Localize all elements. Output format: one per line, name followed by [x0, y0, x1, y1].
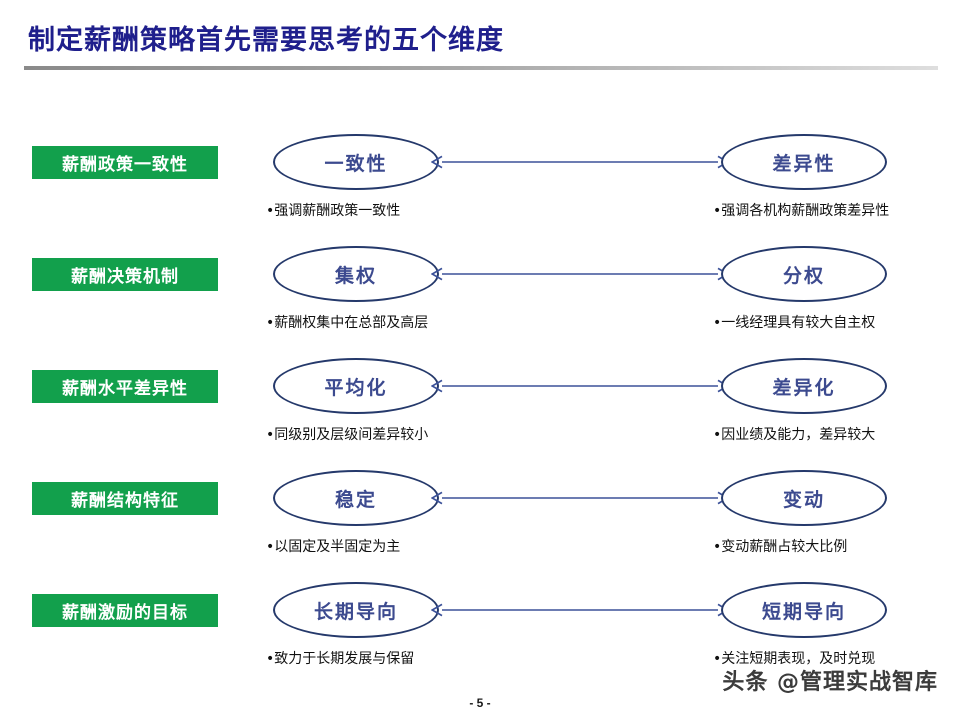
node-right-label-3: 差异化: [772, 376, 836, 399]
double-arrow-connector-2: [438, 260, 722, 288]
bullet-left-5: •致力于长期发展与保留: [266, 651, 415, 667]
bullet-right-3: •因业绩及能力，差异较大: [713, 427, 876, 443]
node-left-4[interactable]: 稳定: [273, 470, 439, 526]
node-right-2[interactable]: 分权: [721, 246, 887, 302]
double-arrow-connector-5: [438, 596, 722, 624]
dimension-row: 薪酬水平差异性 平均化 差异化 •同级别及层级间差异较小 •因业绩: [0, 348, 960, 460]
node-left-label-4: 稳定: [334, 488, 377, 511]
category-label-1: 薪酬政策一致性: [32, 146, 218, 179]
node-left-label-2: 集权: [334, 264, 377, 287]
bullet-left-1: •强调薪酬政策一致性: [266, 203, 401, 219]
title-divider: [24, 66, 938, 70]
node-right-label-1: 差异性: [772, 152, 836, 175]
node-left-label-1: 一致性: [324, 152, 388, 175]
double-arrow-connector-1: [438, 148, 722, 176]
node-left-label-5: 长期导向: [313, 600, 398, 623]
bullet-left-3: •同级别及层级间差异较小: [266, 427, 429, 443]
category-label-4: 薪酬结构特征: [32, 482, 218, 515]
category-label-5: 薪酬激励的目标: [32, 594, 218, 627]
node-right-5[interactable]: 短期导向: [721, 582, 887, 638]
watermark: 头条 @管理实战智库: [722, 670, 938, 695]
node-left-label-3: 平均化: [324, 376, 388, 399]
node-right-label-2: 分权: [782, 264, 825, 287]
bullet-right-5: •关注短期表现，及时兑现: [713, 651, 876, 667]
node-right-label-4: 变动: [782, 488, 825, 511]
double-arrow-connector-4: [438, 484, 722, 512]
dimension-row: 薪酬政策一致性 一致性 差异性 •强调薪酬政策一致性 •强调各机构: [0, 124, 960, 236]
bullet-right-1: •强调各机构薪酬政策差异性: [713, 203, 890, 219]
page-number: - 5 -: [469, 696, 491, 710]
category-label-2: 薪酬决策机制: [32, 258, 218, 291]
page-title: 制定薪酬策略首先需要思考的五个维度: [28, 25, 504, 56]
bullet-left-2: •薪酬权集中在总部及高层: [266, 315, 429, 331]
bullet-left-4: •以固定及半固定为主: [266, 539, 401, 555]
node-right-4[interactable]: 变动: [721, 470, 887, 526]
node-left-3[interactable]: 平均化: [273, 358, 439, 414]
dimension-row: 薪酬决策机制 集权 分权 •薪酬权集中在总部及高层 •一线经理具有: [0, 236, 960, 348]
bullet-right-2: •一线经理具有较大自主权: [713, 315, 876, 331]
node-right-3[interactable]: 差异化: [721, 358, 887, 414]
category-label-3: 薪酬水平差异性: [32, 370, 218, 403]
bullet-right-4: •变动薪酬占较大比例: [713, 539, 848, 555]
dimension-row: 薪酬激励的目标 长期导向 短期导向 •致力于长期发展与保留 •关注: [0, 572, 960, 684]
dimension-row: 薪酬结构特征 稳定 变动 •以固定及半固定为主 •变动薪酬占较大比: [0, 460, 960, 572]
node-left-1[interactable]: 一致性: [273, 134, 439, 190]
node-left-5[interactable]: 长期导向: [273, 582, 439, 638]
node-right-1[interactable]: 差异性: [721, 134, 887, 190]
double-arrow-connector-3: [438, 372, 722, 400]
node-left-2[interactable]: 集权: [273, 246, 439, 302]
node-right-label-5: 短期导向: [761, 600, 846, 623]
